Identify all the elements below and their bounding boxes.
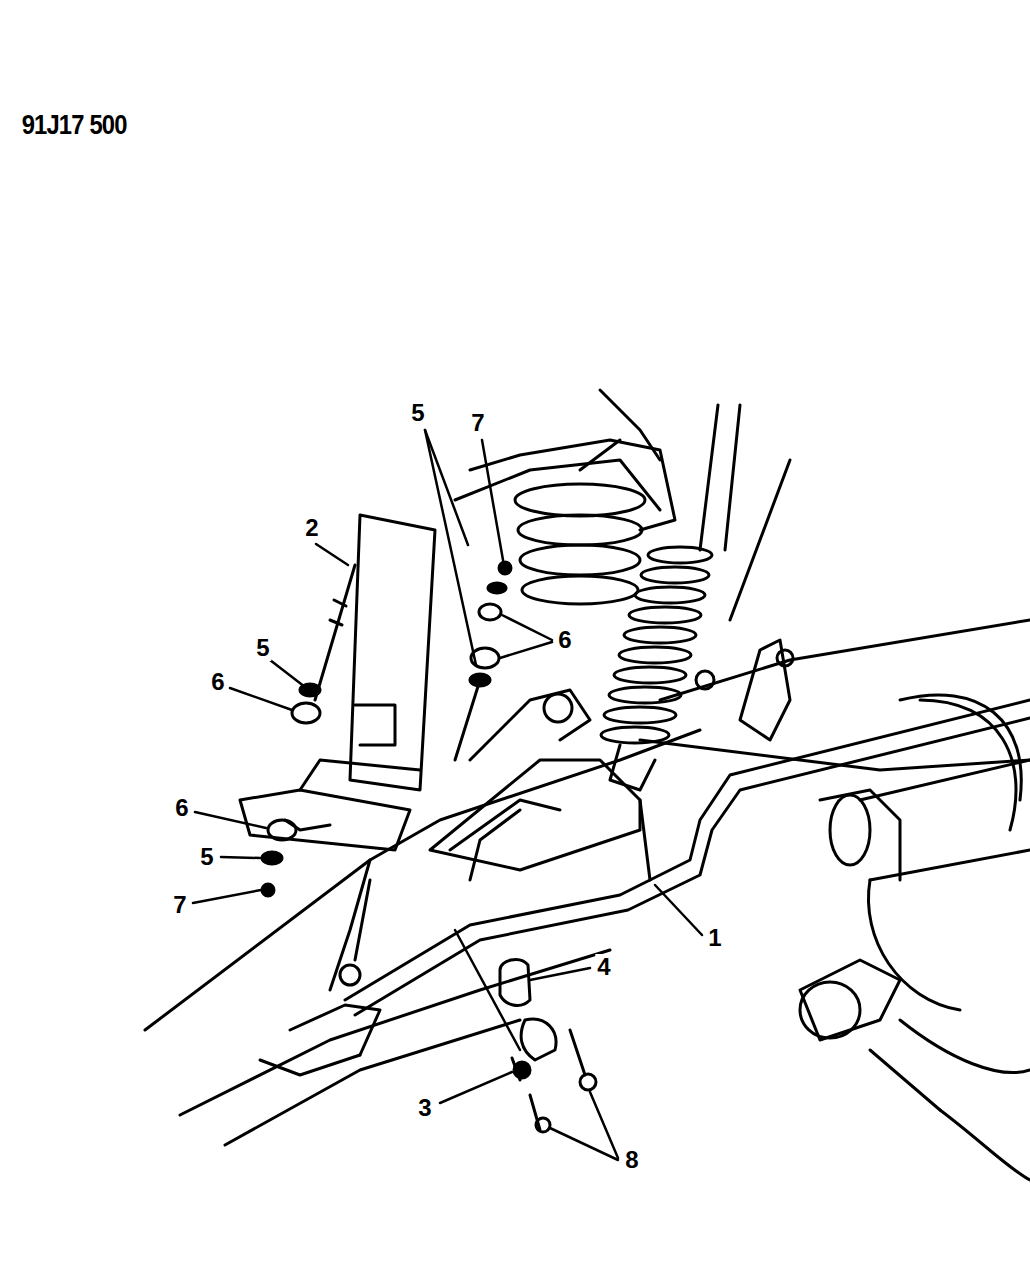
callout-number: 6 — [209, 669, 226, 695]
leader-lines — [193, 430, 702, 1160]
callout-number: 6 — [173, 795, 190, 821]
callout-number: 5 — [409, 400, 426, 426]
shock-tube — [700, 405, 790, 620]
callout-number: 7 — [469, 410, 486, 436]
callout-number: 5 — [254, 635, 271, 661]
stabilizer-link — [262, 562, 511, 896]
bellows-boot — [601, 547, 712, 790]
figure-number: 91J17 500 — [20, 110, 128, 140]
callout-number: 5 — [198, 844, 215, 870]
axle-housing — [640, 620, 1030, 880]
mount-bracket — [240, 515, 435, 850]
frame-rail — [145, 730, 700, 1145]
bushing-clamp — [500, 960, 596, 1132]
control-arm — [430, 690, 640, 880]
callout-number: 2 — [303, 515, 320, 541]
callout-number: 4 — [595, 954, 612, 980]
callout-number: 8 — [623, 1147, 640, 1173]
stabilizer-bar — [345, 700, 1030, 1015]
wheel-hub — [800, 695, 1030, 1180]
callout-number: 3 — [416, 1095, 433, 1121]
callout-number: 7 — [171, 892, 188, 918]
callout-number: 1 — [706, 925, 723, 951]
callout-number: 6 — [556, 627, 573, 653]
